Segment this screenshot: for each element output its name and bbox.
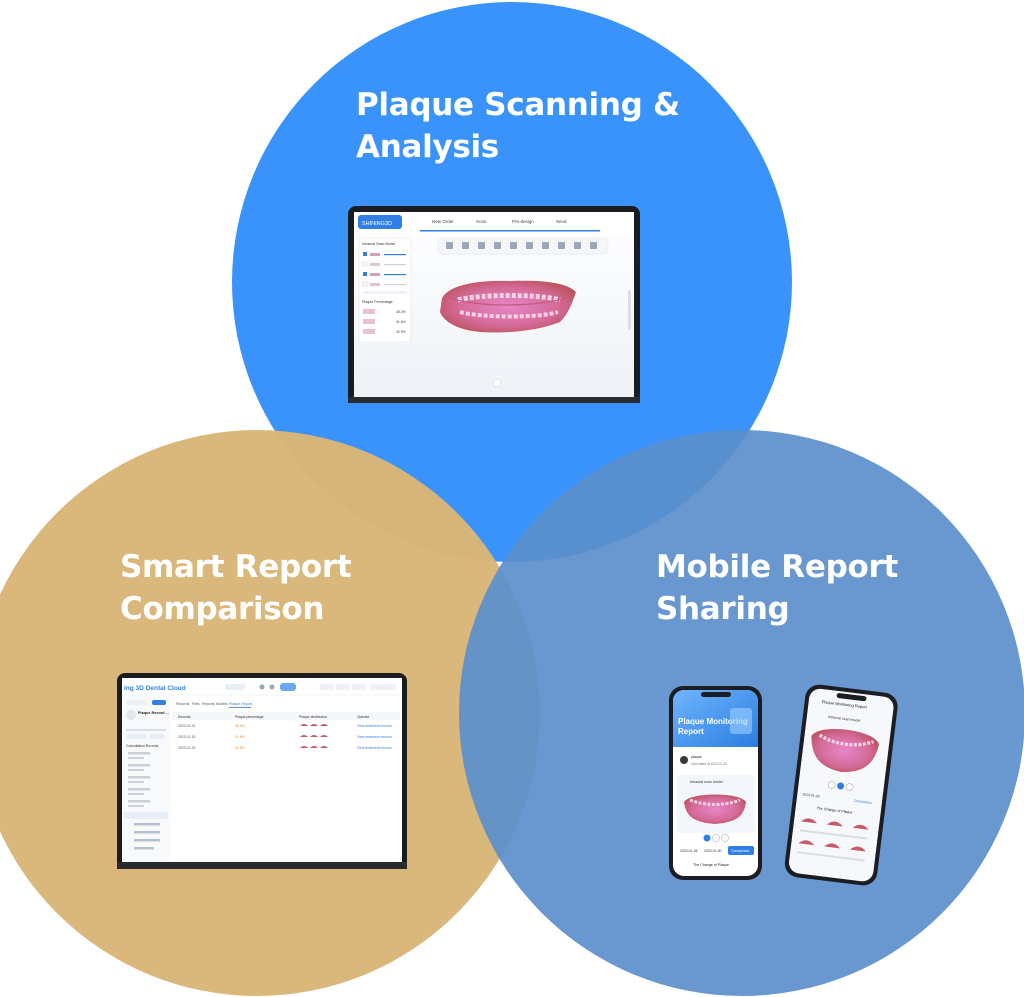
scan-percent-3: 32.9% xyxy=(396,330,406,334)
row-link[interactable]: View treatment records xyxy=(357,746,392,750)
phone-right-date-a: 2023-01-28 xyxy=(802,792,820,798)
title-line: Comparison xyxy=(120,591,325,627)
col-dist: Plaque distribution xyxy=(299,715,327,719)
title-smart-report: Smart Report Comparison xyxy=(120,546,420,630)
title-line: Smart Report xyxy=(120,549,352,585)
phone-right: Plaque Monitoring Report Intraoral scan … xyxy=(784,684,898,886)
laptop-scanning: SHINING3D New Order Scan Pre-design Send… xyxy=(348,206,640,403)
phone-right-model-label: Intraoral scan model xyxy=(828,715,861,723)
phone-left-title-2: Report xyxy=(678,727,704,736)
scan-percent-2: 41.6% xyxy=(396,320,406,324)
scan-step-2: Scan xyxy=(476,219,487,224)
title-line: Analysis xyxy=(356,129,499,165)
title-line: Sharing xyxy=(656,591,790,627)
scan-percent-title: Plaque Percentage xyxy=(362,300,393,304)
laptop-report: ing 3D Dental Cloud Plaque Record ... Co… xyxy=(117,673,407,869)
phone-left-title-1: Plaque Monitoring xyxy=(678,717,748,726)
scan-step-1: New Order xyxy=(432,219,454,224)
phone-right-change-label: The Change of Plaque xyxy=(817,806,853,814)
phone-left-change-label: The Change of Plaque xyxy=(693,863,729,867)
scan-panel-title: Intraoral Scan Model xyxy=(362,242,395,246)
phone-left: Plaque Monitoring Report plaque Generate… xyxy=(669,686,762,880)
row-pct: 38.3% xyxy=(235,724,245,728)
table-row: 2023-01-30 41.6% View treatment records xyxy=(178,735,392,739)
report-tab-files[interactable]: Files xyxy=(192,702,200,706)
scan-step-3: Pre-design xyxy=(512,219,534,224)
report-section: Consultation Records xyxy=(126,744,159,748)
title-line: Plaque Scanning & xyxy=(356,87,680,123)
report-app-title: ing 3D Dental Cloud xyxy=(124,685,186,692)
report-tab-reports[interactable]: Reports xyxy=(202,702,215,706)
phone-right-title: Plaque Monitoring Report xyxy=(821,699,868,710)
row-pct: 32.9% xyxy=(235,746,245,750)
phone-left-user: plaque xyxy=(691,755,702,759)
row-date: 2023-01-30 xyxy=(178,735,195,739)
col-records: Records xyxy=(178,715,191,719)
phone-right-compare-label[interactable]: Comparison xyxy=(854,799,873,805)
col-operate: Operate xyxy=(357,715,369,719)
phone-left-date-b: 2023-01-30 xyxy=(704,849,721,853)
title-plaque-scanning: Plaque Scanning & Analysis xyxy=(356,84,696,168)
report-tab-plaque[interactable]: Plaque Report xyxy=(229,702,252,706)
row-pct: 41.6% xyxy=(235,735,245,739)
title-mobile-report: Mobile Report Sharing xyxy=(656,546,956,630)
row-date: 2023-01-29 xyxy=(178,746,195,750)
report-tab-records[interactable]: Records xyxy=(176,702,190,706)
row-link[interactable]: View treatment records xyxy=(357,724,392,728)
teeth-model-3d xyxy=(440,280,576,333)
title-line: Mobile Report xyxy=(656,549,898,585)
scan-step-4: Send xyxy=(556,219,567,224)
report-patient: Plaque Record ... xyxy=(138,711,169,715)
col-pct: Plaque percentage xyxy=(235,715,264,719)
table-row: 2023-01-31 38.3% View treatment records xyxy=(178,724,392,728)
table-row: 2023-01-29 32.9% View treatment records xyxy=(178,746,392,750)
phone-left-model-label: Intraoral scan model xyxy=(690,780,723,784)
phone-left-generated: Generated at 2023-01-30 xyxy=(691,762,727,766)
row-link[interactable]: View treatment records xyxy=(357,735,392,739)
row-date: 2023-01-31 xyxy=(178,724,195,728)
phone-left-compare-label: Comparison xyxy=(731,849,749,853)
scan-percent-1: 38.3% xyxy=(396,310,406,314)
report-tab-models[interactable]: Models xyxy=(216,702,228,706)
scan-brand: SHINING3D xyxy=(362,221,392,227)
phone-left-date-a: 2023-01-28 xyxy=(680,849,697,853)
phone-left-compare-button[interactable] xyxy=(728,846,754,855)
